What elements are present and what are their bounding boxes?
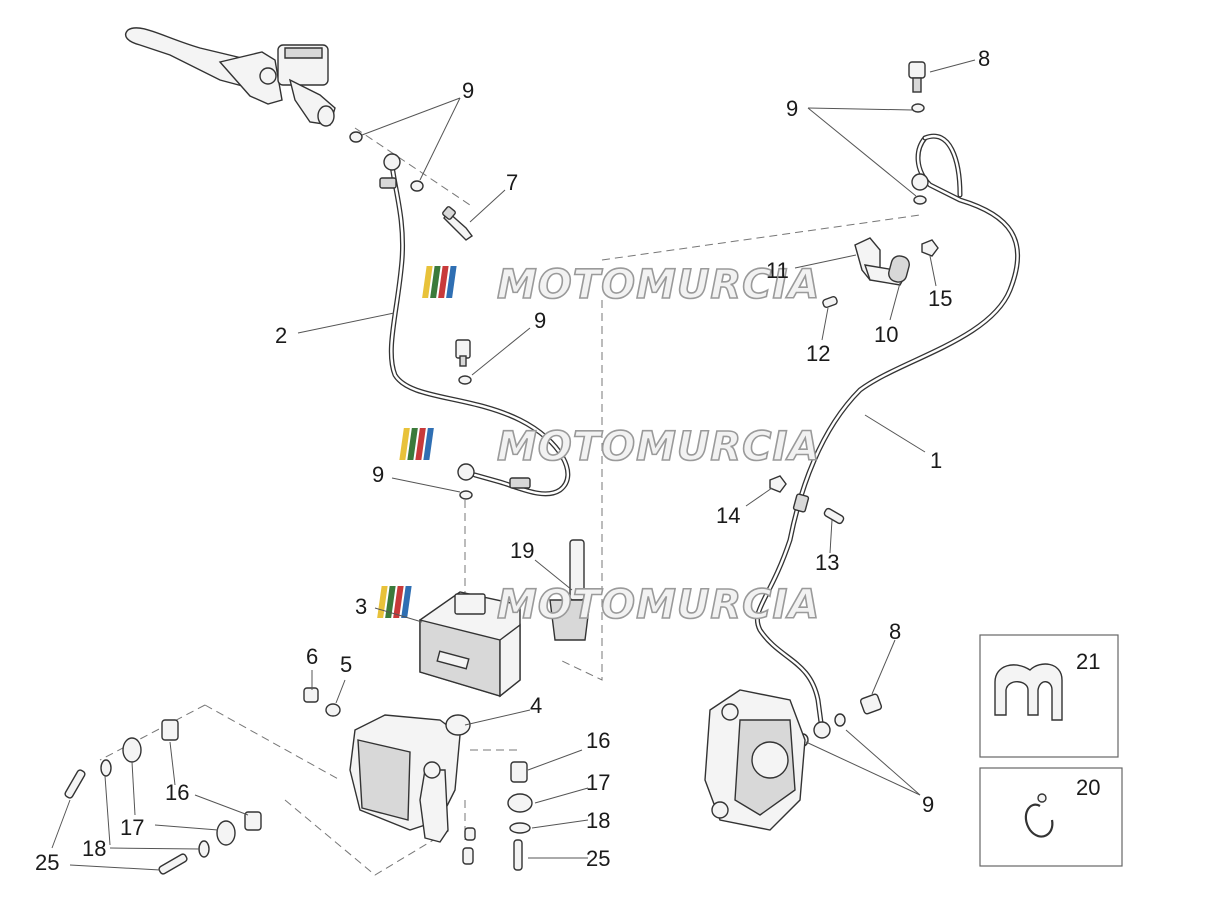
callout-12: 12 xyxy=(806,341,830,366)
part-20-box xyxy=(979,767,1123,867)
callout-21: 21 xyxy=(1076,649,1100,674)
protective-boot-19[interactable] xyxy=(549,539,591,641)
callout-10: 10 xyxy=(874,322,898,347)
abs-unit-3[interactable] xyxy=(419,591,521,698)
callout-17: 17 xyxy=(586,770,610,795)
callout-1: 1 xyxy=(930,448,942,473)
callout-6: 6 xyxy=(306,644,318,669)
watermark-text-3: MOTOMURCIA xyxy=(497,582,820,628)
callout-9: 9 xyxy=(462,78,474,103)
callout-25: 25 xyxy=(35,850,59,875)
callout-20: 20 xyxy=(1076,775,1100,800)
screw-12[interactable] xyxy=(822,295,838,309)
callout-17: 17 xyxy=(120,815,144,840)
hose-clip-bracket-11[interactable] xyxy=(854,237,911,286)
callout-7: 7 xyxy=(506,170,518,195)
callout-19: 19 xyxy=(510,538,534,563)
part-21-box xyxy=(979,634,1119,758)
brake-hose-1[interactable] xyxy=(754,133,1021,739)
callout-2: 2 xyxy=(275,323,287,348)
brake-lever-master-cylinder[interactable] xyxy=(124,27,336,127)
washer-5[interactable] xyxy=(325,703,341,717)
screw-13[interactable] xyxy=(823,507,845,525)
callout-11: 11 xyxy=(766,258,789,283)
callout-9: 9 xyxy=(786,96,798,121)
callout-9: 9 xyxy=(534,308,546,333)
leader-lines xyxy=(51,59,976,871)
assembly-dashed-lines xyxy=(99,127,921,876)
callout-3: 3 xyxy=(355,594,367,619)
bleed-screw-7[interactable] xyxy=(442,206,474,241)
callout-5: 5 xyxy=(340,652,352,677)
abs-bracket-4[interactable] xyxy=(349,714,471,843)
callout-15: 15 xyxy=(928,286,952,311)
callout-8: 8 xyxy=(978,46,990,71)
nut-14[interactable] xyxy=(769,475,787,493)
watermark-text-2: MOTOMURCIA xyxy=(497,424,820,470)
callout-14: 14 xyxy=(716,503,740,528)
rubber-bushing-17[interactable] xyxy=(122,737,533,846)
banjo-bolt[interactable] xyxy=(455,339,471,367)
watermark-text-1: MOTOMURCIA xyxy=(497,262,820,308)
callout-13: 13 xyxy=(815,550,839,575)
spacer-16[interactable] xyxy=(161,719,528,831)
callout-4: 4 xyxy=(530,693,542,718)
callout-8: 8 xyxy=(889,619,901,644)
watermark-2: MOTOMURCIA xyxy=(399,423,820,471)
callout-18: 18 xyxy=(586,808,610,833)
callout-numbers: 9 7 2 9 9 19 3 4 6 5 16 17 18 25 16 17 1… xyxy=(35,46,1100,875)
watermark-1: MOTOMURCIA xyxy=(422,261,820,309)
banjo-bolt-8-top[interactable] xyxy=(908,61,926,93)
bolt-25[interactable] xyxy=(64,769,523,875)
callout-16: 16 xyxy=(165,780,189,805)
watermark-3: MOTOMURCIA xyxy=(377,581,820,629)
callout-25: 25 xyxy=(586,846,610,871)
banjo-bolt-8-bottom[interactable] xyxy=(859,693,883,715)
washer-18[interactable] xyxy=(100,759,531,858)
bolt-6[interactable] xyxy=(303,687,319,703)
callout-16: 16 xyxy=(586,728,610,753)
callout-9: 9 xyxy=(372,462,384,487)
rear-brake-caliper[interactable] xyxy=(704,689,806,831)
brake-hose-2[interactable] xyxy=(379,153,571,497)
callout-18: 18 xyxy=(82,836,106,861)
nut-15[interactable] xyxy=(921,239,939,257)
callout-9: 9 xyxy=(922,792,934,817)
